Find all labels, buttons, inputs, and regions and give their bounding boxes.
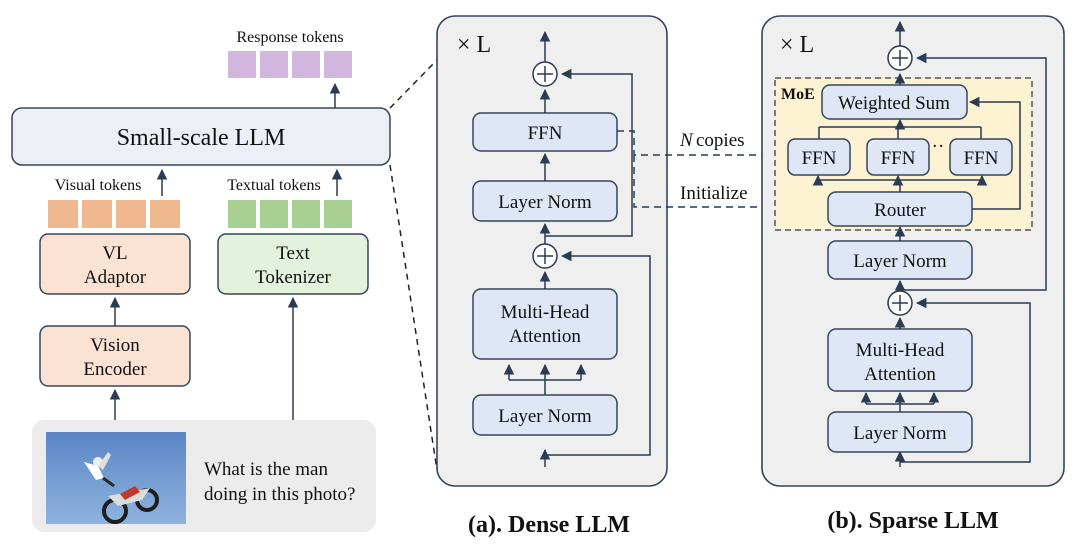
response-tokens-label: Response tokens bbox=[236, 29, 343, 46]
sparse-layer-norm-top-label: Layer Norm bbox=[853, 251, 947, 272]
vision-encoder-line1: Vision bbox=[90, 335, 140, 356]
sparse-repeat-label: × L bbox=[780, 32, 814, 58]
motocross-photo bbox=[46, 432, 186, 524]
question-line2: doing in this photo? bbox=[204, 484, 355, 505]
visual-tokens bbox=[48, 200, 180, 228]
zoom-connector-bottom bbox=[389, 164, 438, 471]
dense-mha-line2: Attention bbox=[509, 326, 581, 347]
textual-tokens bbox=[228, 200, 352, 228]
textual-tokens-label: Textual tokens bbox=[227, 177, 321, 194]
visual-tokens-label: Visual tokens bbox=[55, 177, 142, 194]
copy-link bbox=[617, 130, 784, 161]
dense-layer-norm-top-label: Layer Norm bbox=[498, 192, 592, 213]
vl-adaptor-line1: VL bbox=[102, 243, 127, 264]
response-tokens bbox=[228, 51, 352, 78]
dense-ffn-label: FFN bbox=[528, 123, 563, 144]
n-copies-n: N bbox=[679, 130, 694, 151]
dense-mha-block bbox=[472, 288, 618, 360]
vl-adaptor-block bbox=[39, 233, 191, 295]
initialize-label: Initialize bbox=[680, 183, 748, 204]
zoom-connector-top bbox=[389, 59, 438, 109]
dense-repeat-label: × L bbox=[457, 32, 491, 58]
vl-adaptor-line2: Adaptor bbox=[84, 267, 147, 288]
moe-ffn-2-label: FFN bbox=[881, 148, 916, 169]
sparse-mha-line1: Multi-Head bbox=[856, 340, 945, 361]
n-copies-text: copies bbox=[696, 130, 745, 151]
moe-label: MoE bbox=[781, 86, 815, 103]
dense-llm-caption: (a). Dense LLM bbox=[468, 512, 630, 538]
moe-ffn-ellipsis: ·· bbox=[932, 136, 945, 157]
small-scale-llm-block bbox=[11, 107, 391, 166]
router-label: Router bbox=[874, 200, 926, 221]
sparse-mha-line2: Attention bbox=[864, 364, 936, 385]
weighted-sum-label: Weighted Sum bbox=[838, 93, 950, 114]
small-scale-llm-label: Small-scale LLM bbox=[117, 125, 286, 151]
vision-encoder-block bbox=[39, 325, 191, 387]
text-tokenizer-line2: Tokenizer bbox=[255, 267, 331, 288]
dense-layer-norm-bottom-label: Layer Norm bbox=[498, 406, 592, 427]
vision-encoder-line2: Encoder bbox=[83, 359, 147, 380]
text-tokenizer-block bbox=[217, 233, 369, 295]
text-tokenizer-line1: Text bbox=[276, 243, 310, 264]
moe-ffn-1-label: FFN bbox=[802, 148, 837, 169]
moe-ffn-n-label: FFN bbox=[964, 148, 999, 169]
dense-mha-line1: Multi-Head bbox=[501, 302, 590, 323]
sparse-llm-caption: (b). Sparse LLM bbox=[827, 508, 998, 534]
weighted-sum-block bbox=[821, 84, 968, 120]
question-line1: What is the man bbox=[204, 459, 328, 480]
sparse-layer-norm-bottom-label: Layer Norm bbox=[853, 423, 947, 444]
